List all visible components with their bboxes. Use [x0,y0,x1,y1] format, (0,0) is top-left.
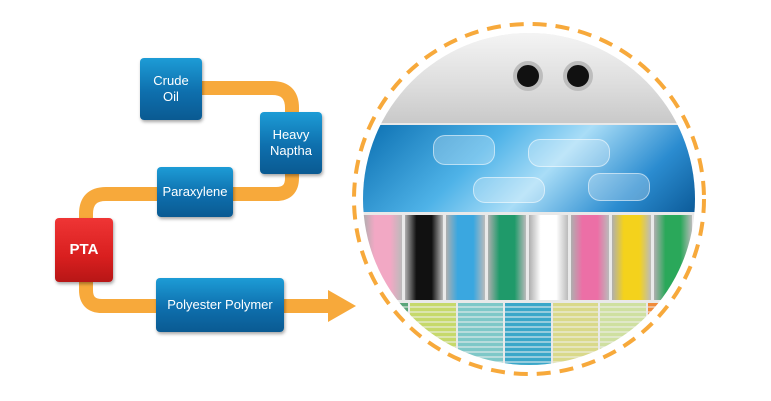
plastic-bottles-image [363,125,695,212]
node-crude-oil: Crude Oil [140,58,202,120]
yarn-cone [446,215,485,300]
yarn-cone [529,215,568,300]
connector-pta-to-polyester [79,280,160,313]
arrow-head [328,290,356,322]
dashed-circle-outline [352,22,706,376]
connector-naptha-to-paraxylene [230,171,299,201]
products-photo [363,33,695,365]
bottle-shape [588,173,650,201]
bottle-shape [433,135,495,165]
thread-spool [552,303,599,365]
spool-hole [513,61,543,91]
bottle-shape [473,177,545,203]
thread-spool [647,303,693,365]
yarn-cone [612,215,651,300]
thread-spools-image [363,303,695,365]
node-heavy-naptha: Heavy Naptha [260,112,322,174]
connector-paraxylene-to-pta [79,187,160,222]
node-polyester-polymer: Polyester Polymer [156,278,284,332]
node-paraxylene: Paraxylene [157,167,233,217]
bottle-shape [528,139,610,167]
thread-spool [363,303,409,365]
products-circle [345,15,713,383]
white-spools-image [363,33,695,123]
thread-spool [457,303,504,365]
yarn-cone [653,215,692,300]
yarn-cone [404,215,443,300]
yarn-cone [363,215,402,300]
node-pta: PTA [55,218,113,282]
thread-spool [505,303,551,365]
yarn-cone [487,215,526,300]
spool-hole [563,61,593,91]
yarn-cone [570,215,609,300]
connector-crude-to-naptha [200,81,299,115]
yarn-cones-image [363,215,695,300]
